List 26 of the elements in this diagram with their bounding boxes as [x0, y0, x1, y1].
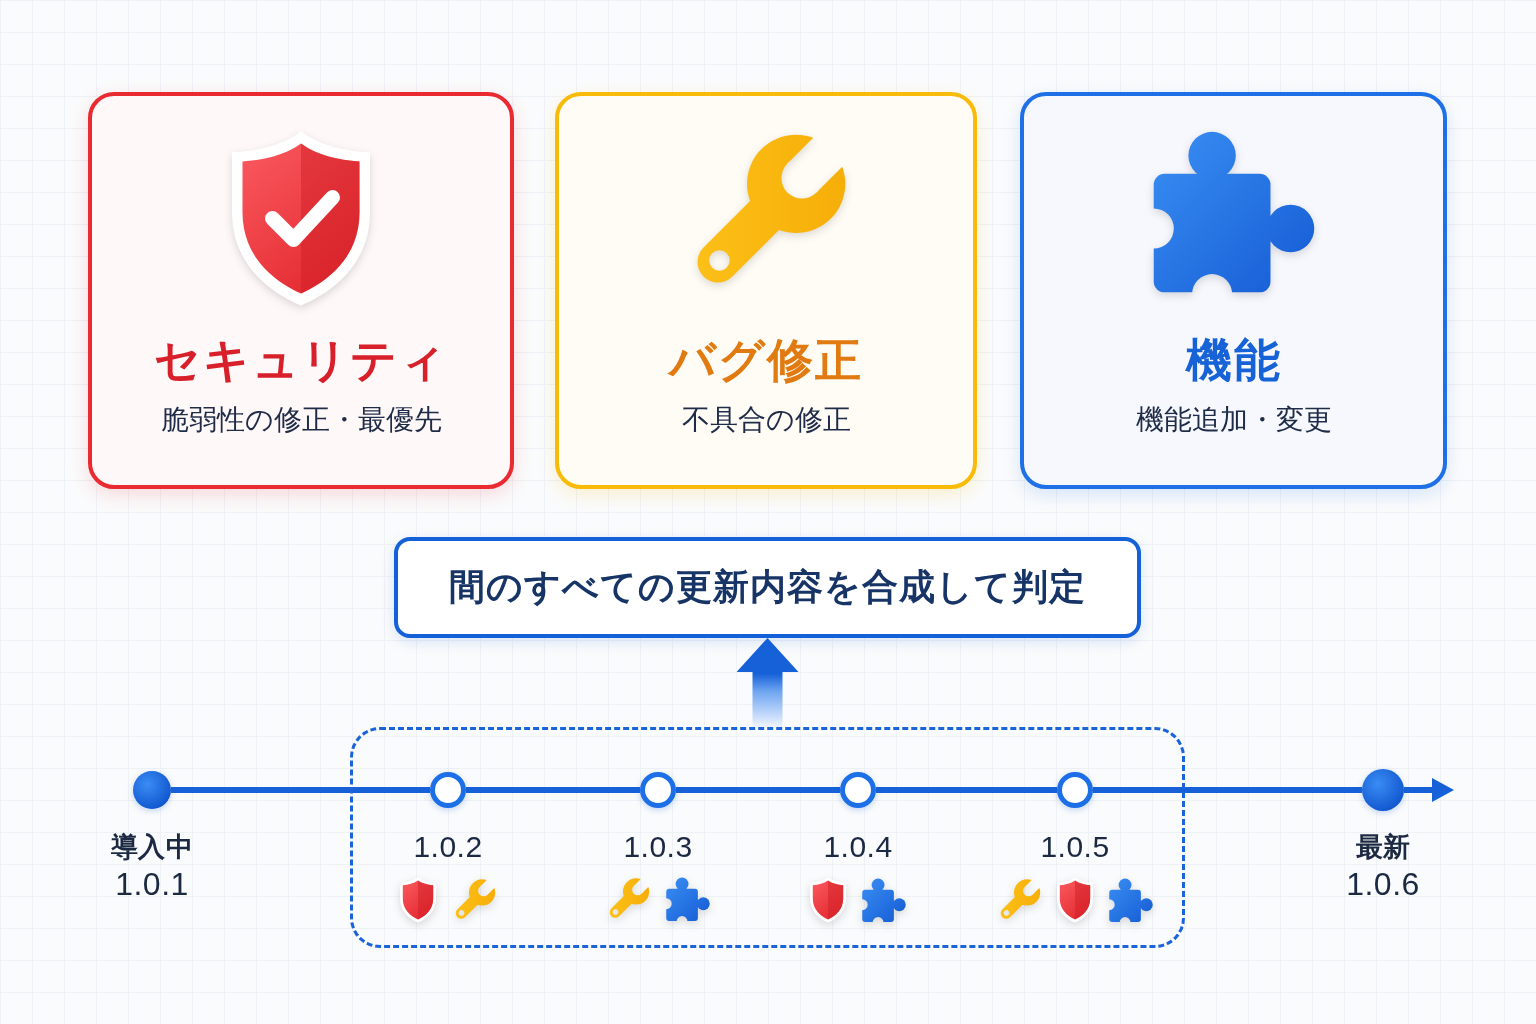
- status-label: 最新: [1355, 830, 1411, 864]
- result-box: 間のすべての更新内容を合成して判定: [394, 537, 1141, 638]
- card-description: 脆弱性の修正・最優先: [160, 403, 442, 437]
- timeline-line: [676, 787, 840, 793]
- card-title: バグ修正: [669, 333, 863, 388]
- status-label: 導入中: [110, 830, 194, 864]
- card-title: セキュリティ: [154, 333, 448, 388]
- version-label: 1.0.3: [623, 829, 693, 865]
- block-arrow: [736, 638, 799, 727]
- timeline-line: [1093, 787, 1362, 793]
- dashed-frame: [350, 727, 1185, 948]
- version-label: 1.0.1: [115, 865, 189, 903]
- timeline-arrow: [1404, 778, 1454, 802]
- card-description: 機能追加・変更: [1135, 403, 1332, 437]
- category-card: [1020, 92, 1447, 489]
- category-card: [88, 92, 514, 489]
- card-description: 不具合の修正: [681, 403, 851, 437]
- timeline-line: [171, 787, 430, 793]
- version-label: 1.0.4: [823, 829, 893, 865]
- version-label: 1.0.5: [1040, 829, 1110, 865]
- version-label: 1.0.2: [413, 829, 483, 865]
- timeline-line: [466, 787, 640, 793]
- category-card: [555, 92, 977, 489]
- card-title: 機能: [1185, 333, 1282, 388]
- timeline-line: [876, 787, 1057, 793]
- version-label: 1.0.6: [1346, 865, 1420, 903]
